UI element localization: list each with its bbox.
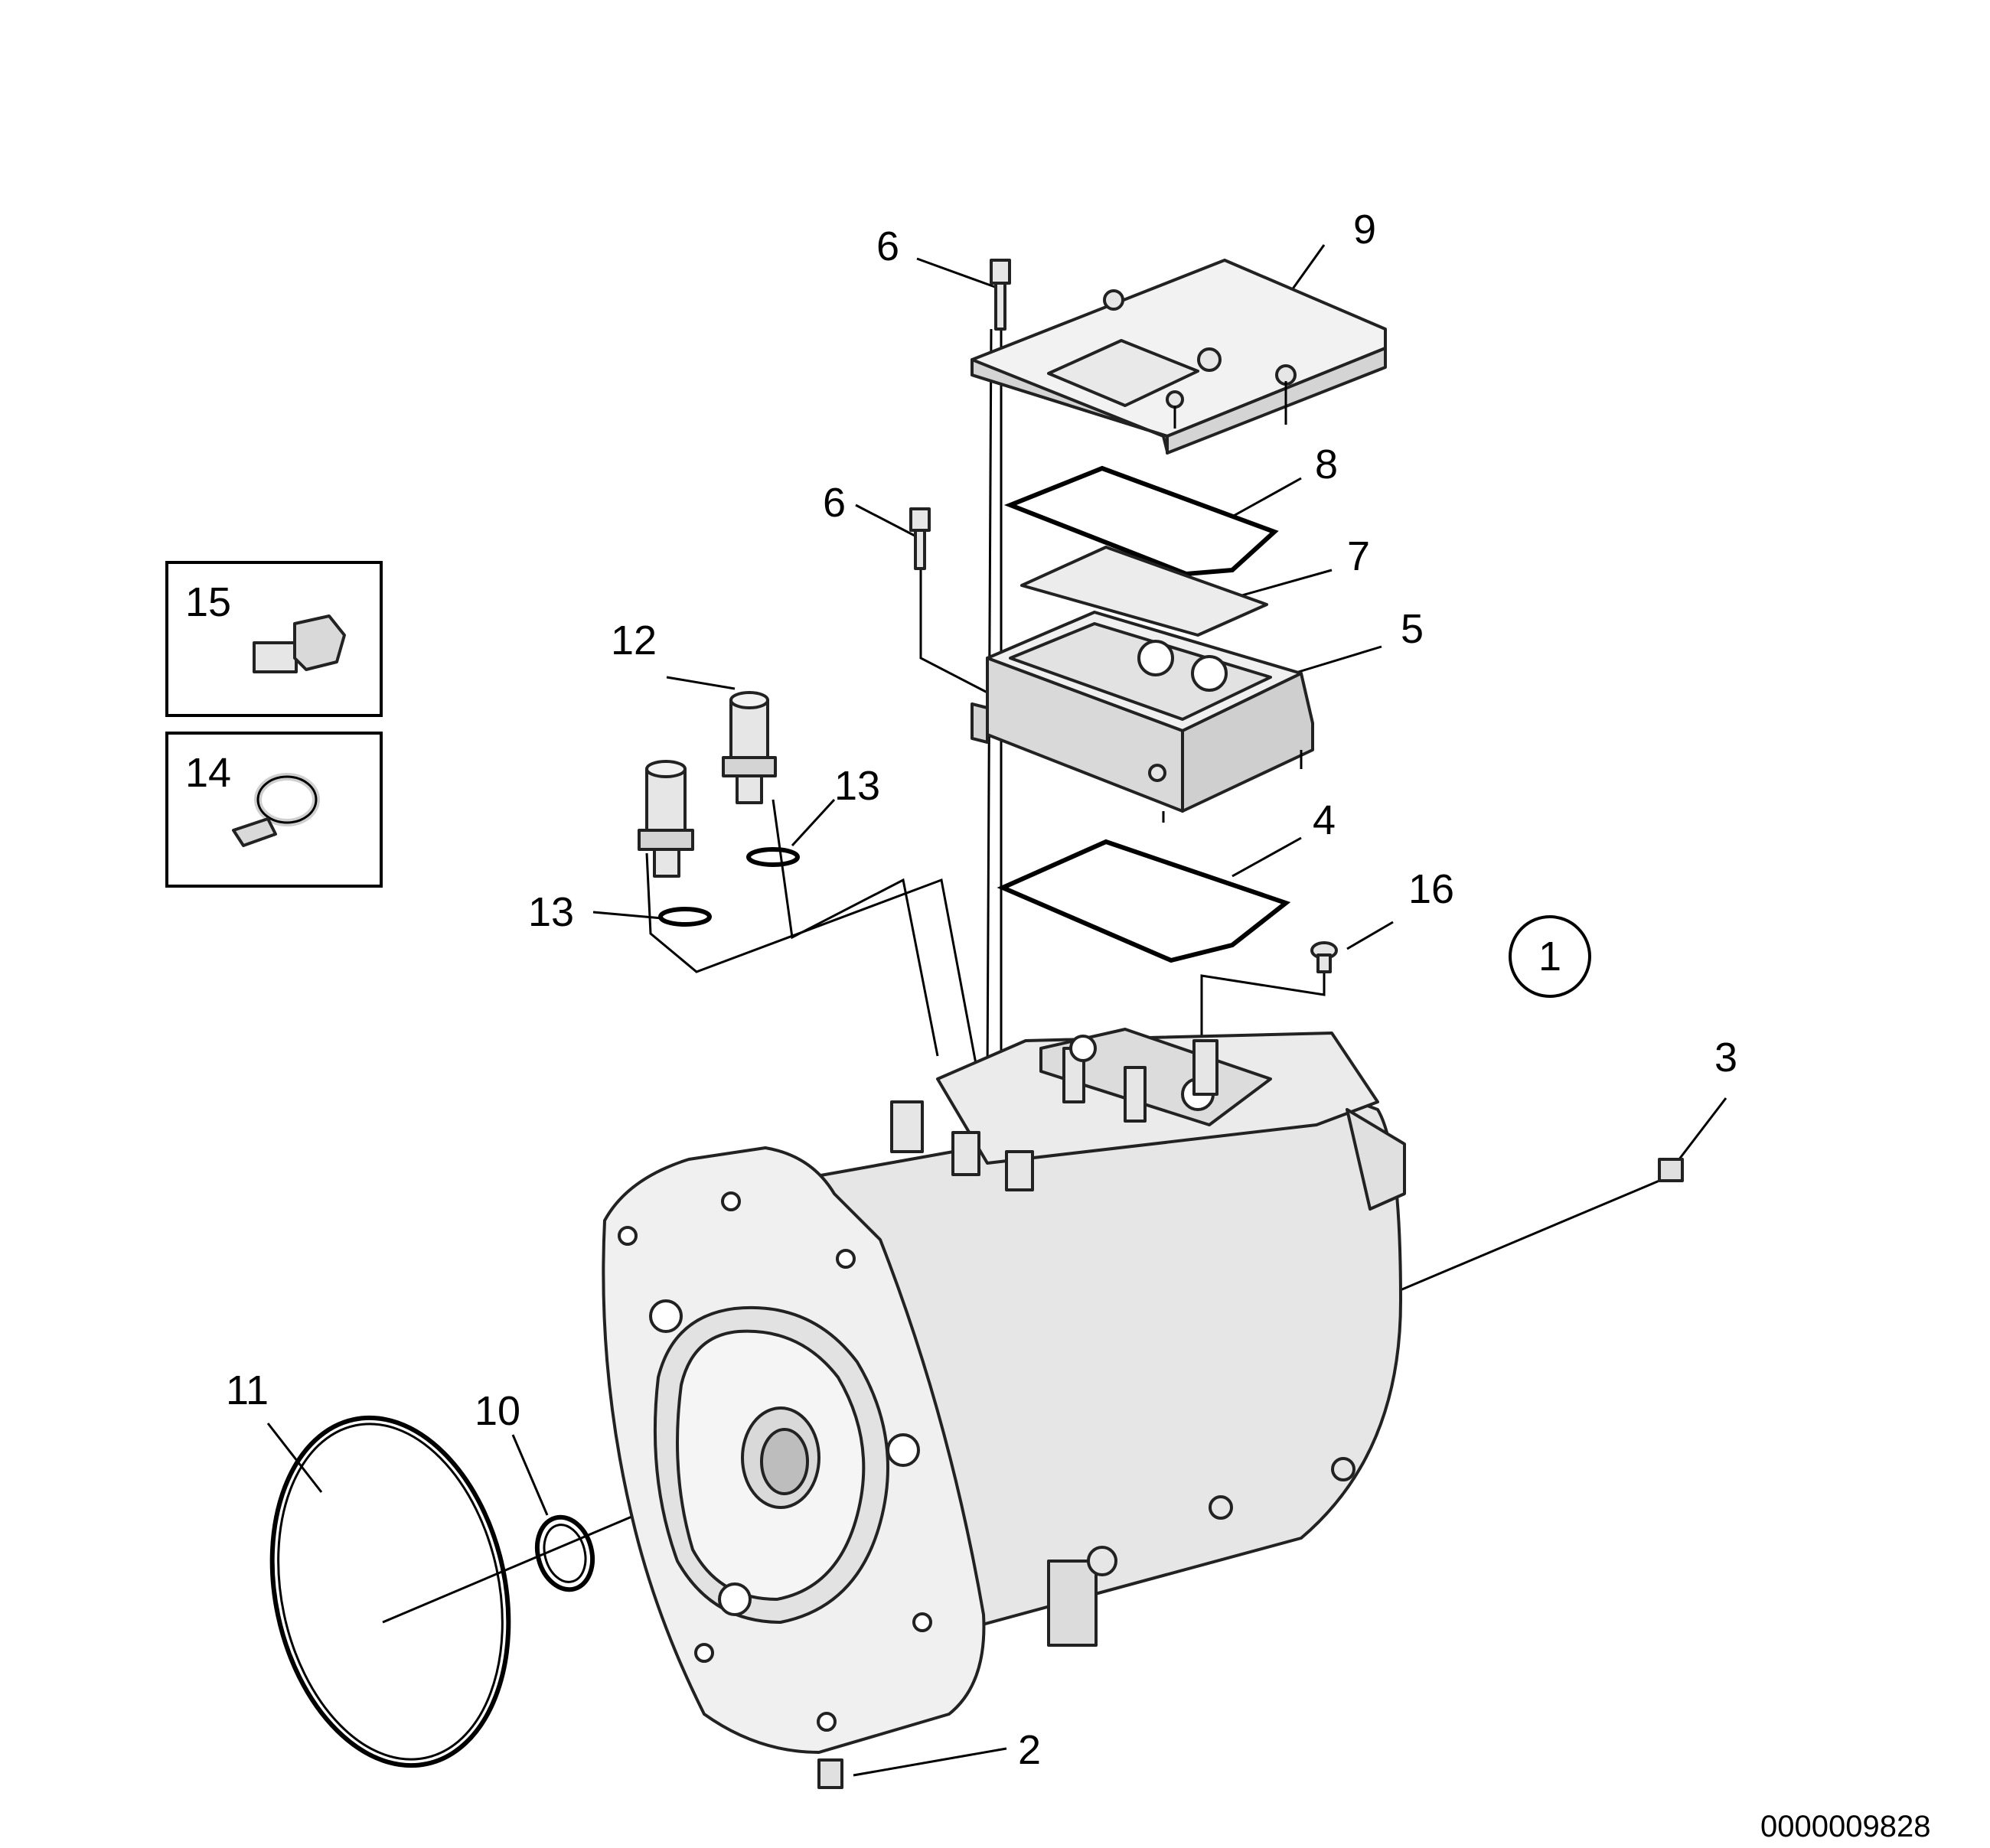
callout-2: 2: [1018, 1727, 1041, 1773]
callout-6-lower: 6: [823, 480, 846, 526]
end-flange: [602, 1146, 986, 1754]
document-number: 0000009828: [1760, 1810, 1930, 1843]
callout-12: 12: [611, 618, 657, 663]
inset-box-14: [165, 732, 383, 888]
gasket-8: [1003, 465, 1279, 577]
callout-13-lower: 13: [528, 889, 574, 935]
o-ring-10: [534, 1514, 595, 1592]
callout-6-upper: 6: [876, 223, 899, 269]
o-ring-11: [269, 1415, 511, 1768]
callout-labels: 9 6 8 6 7 5 15 12 14 13 4 16 13 1 3 11 1…: [185, 207, 1930, 1843]
screw-6-upper: [990, 259, 1011, 331]
callout-5: 5: [1401, 606, 1424, 652]
callout-10: 10: [475, 1388, 520, 1434]
housing-5: [971, 611, 1314, 823]
callout-9: 9: [1353, 207, 1376, 253]
callout-14: 14: [185, 750, 231, 796]
cover-plate: [971, 259, 1387, 455]
bolt-16: [1310, 941, 1338, 973]
callout-4: 4: [1313, 797, 1336, 843]
callout-15: 15: [185, 579, 231, 625]
screw-6-lower: [909, 507, 931, 570]
callout-13-upper: 13: [834, 763, 880, 809]
fitting-12-right: [722, 691, 777, 804]
reference-circle-1: [1509, 915, 1591, 998]
plug-2: [817, 1758, 843, 1789]
o-ring-13-right: [746, 847, 800, 867]
callout-11: 11: [226, 1367, 269, 1413]
callout-16: 16: [1408, 866, 1454, 912]
o-ring-13-left: [658, 907, 712, 927]
inset-box-15: [165, 561, 383, 717]
gasket-4: [997, 839, 1291, 963]
plug-3: [1658, 1158, 1684, 1182]
plate-7: [1020, 546, 1268, 637]
callout-3: 3: [1714, 1035, 1737, 1080]
fitting-12-left: [638, 760, 694, 878]
callout-8: 8: [1315, 442, 1338, 487]
callout-7: 7: [1347, 533, 1370, 579]
callout-1: 1: [1538, 934, 1561, 979]
